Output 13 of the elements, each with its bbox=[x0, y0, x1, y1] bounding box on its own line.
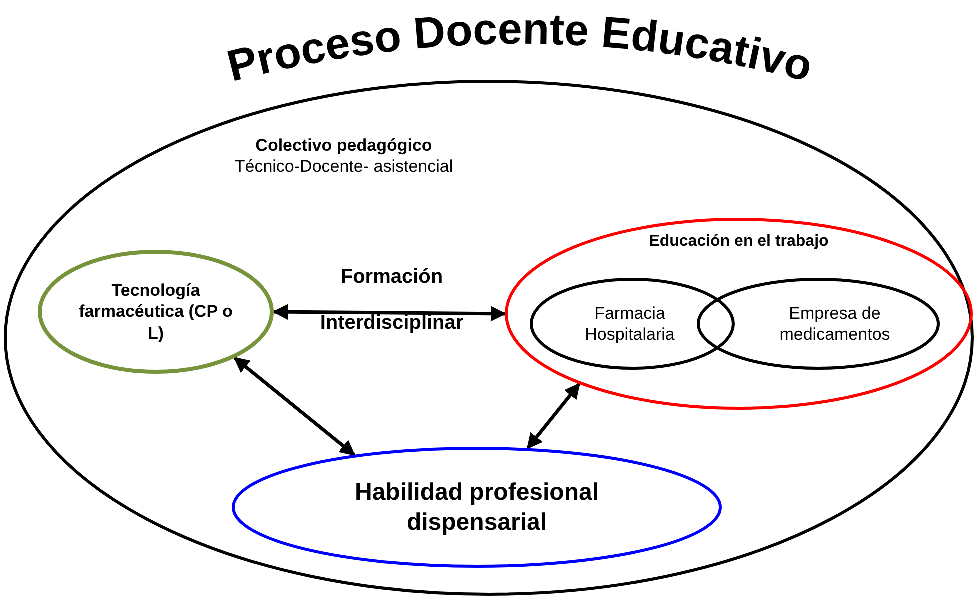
double-arrow bbox=[526, 382, 581, 450]
node-label: Tecnología farmacéutica (CP o L) bbox=[78, 280, 234, 344]
node-label: Empresa de medicamentos bbox=[778, 302, 892, 346]
node-label: Habilidad profesional dispensarial bbox=[354, 478, 600, 538]
title: Proceso Docente Educativo bbox=[222, 4, 818, 92]
node-heading: Colectivo pedagógico bbox=[256, 134, 432, 156]
relation-label: Interdisciplinar bbox=[319, 312, 465, 335]
double-arrow bbox=[272, 304, 507, 322]
node-label: Farmacia Hospitalaria bbox=[584, 302, 676, 346]
double-arrow bbox=[234, 356, 356, 456]
relation-label: Formación bbox=[340, 266, 444, 289]
node-label: Técnico-Docente- asistencial bbox=[234, 156, 454, 178]
node-label: Educación en el trabajo bbox=[649, 232, 829, 252]
